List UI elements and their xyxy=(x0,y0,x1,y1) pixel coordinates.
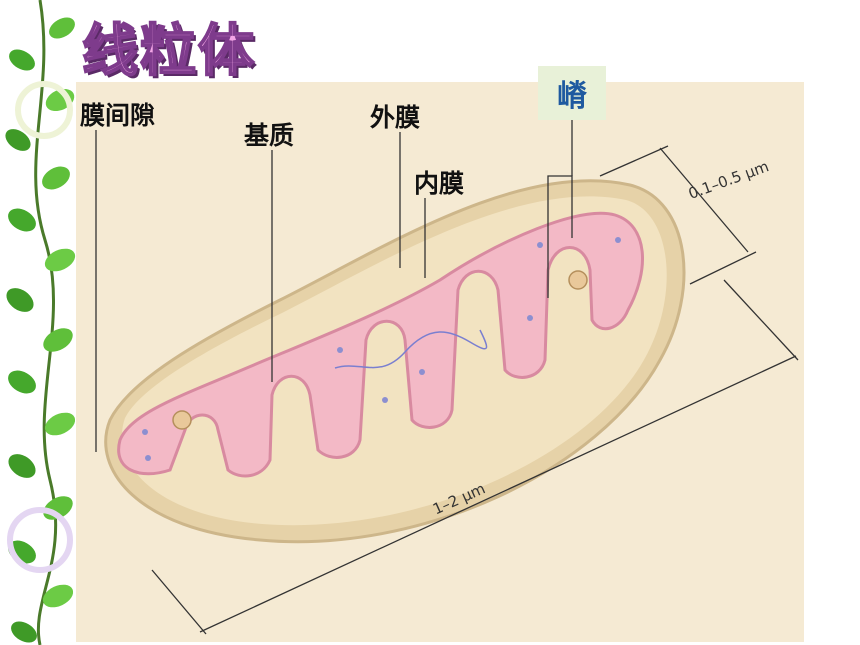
vine-flower-ring xyxy=(15,81,73,139)
matrix-granule xyxy=(537,242,543,248)
vine-leaf xyxy=(43,328,73,352)
vine-leaf xyxy=(9,49,35,71)
matrix-granule xyxy=(337,347,343,353)
vine-leaf xyxy=(8,370,36,394)
inner-membrane xyxy=(117,211,644,478)
vine-leaf xyxy=(44,412,76,436)
dimension-length-tick xyxy=(151,569,207,635)
vine-leaf xyxy=(6,288,34,312)
label-cristae: 嵴 xyxy=(538,66,606,120)
vine-leaf xyxy=(5,129,31,151)
vine-leaf xyxy=(42,584,74,608)
ivy-vine-icon xyxy=(5,0,76,645)
vine-flower-ring xyxy=(7,507,73,573)
matrix-granule xyxy=(382,397,388,403)
vine-leaf xyxy=(8,454,36,478)
dimension-width-tick xyxy=(599,145,669,177)
label-matrix: 基质 xyxy=(244,121,295,150)
matrix-granule xyxy=(142,429,148,435)
vine-leaf xyxy=(42,166,70,190)
dna-strand xyxy=(334,329,488,369)
label-inner-membrane: 内膜 xyxy=(414,169,465,198)
matrix-granule xyxy=(527,315,533,321)
label-outer-membrane: 外膜 xyxy=(370,103,421,132)
dimension-length-line xyxy=(199,355,797,633)
ribosome-granule xyxy=(568,270,588,290)
matrix-granule xyxy=(615,237,621,243)
dimension-width-line xyxy=(659,147,749,253)
matrix-granule xyxy=(145,455,151,461)
ribosome-granule xyxy=(172,410,192,430)
leader-line-cristae-bracket xyxy=(547,175,573,298)
page-title: 线粒体 xyxy=(81,18,256,85)
dimension-length-tick xyxy=(723,279,799,361)
vine-leaf xyxy=(49,17,75,39)
vine-leaf xyxy=(8,208,36,232)
dimension-width-tick xyxy=(689,251,757,285)
vine-leaf xyxy=(11,621,37,643)
label-intermembrane-space: 膜间隙 xyxy=(80,101,156,130)
vine-leaf xyxy=(44,248,76,272)
matrix-granule xyxy=(419,369,425,375)
